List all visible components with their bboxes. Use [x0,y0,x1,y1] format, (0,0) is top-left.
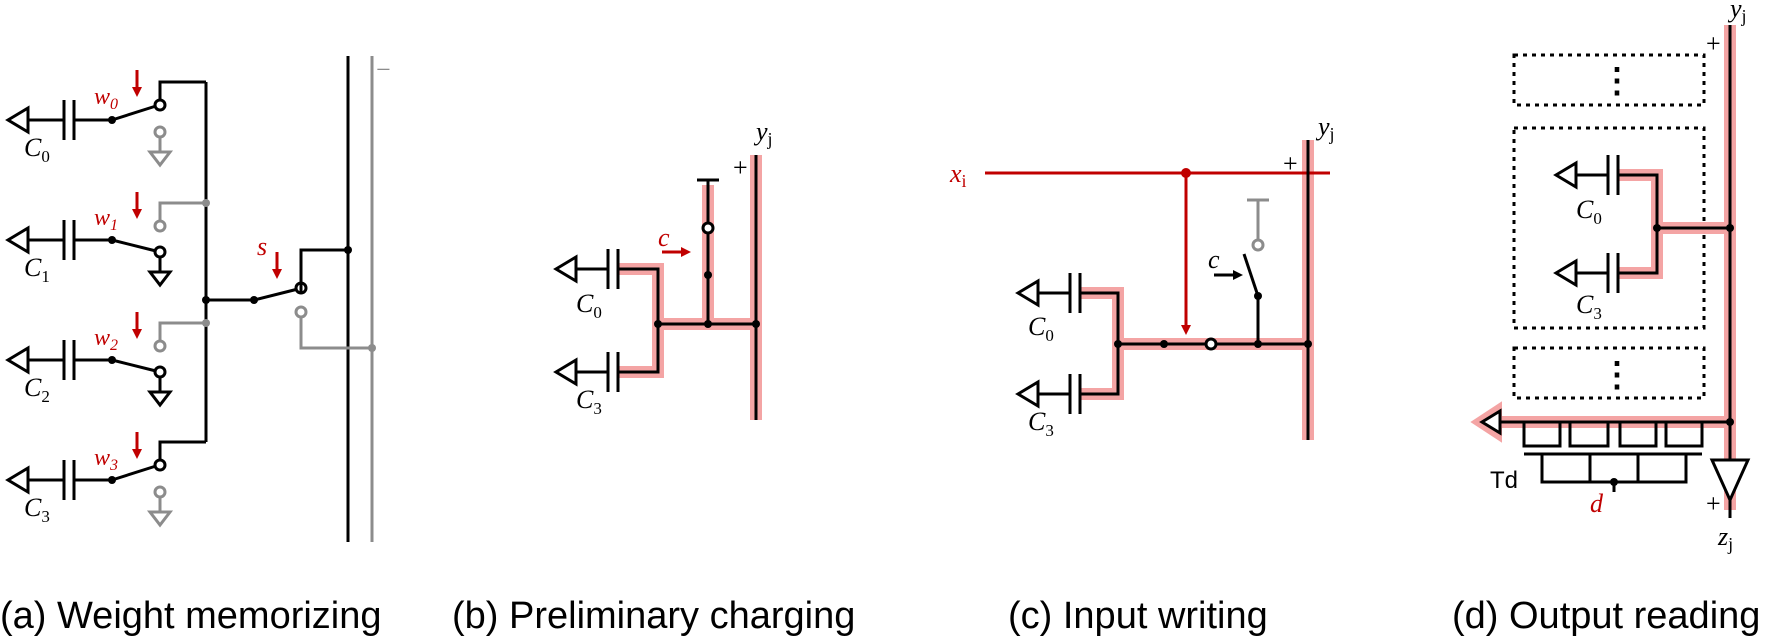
cap-label-c3: C3 [24,493,50,526]
panel-a-output-label: yj [342,13,362,45]
select-switch [253,287,299,302]
panel-d-cap-c0: C0 [1576,195,1602,228]
ellipsis-bottom: ⋮ [1600,357,1634,394]
panel-b-cap-c3: C3 [576,385,602,418]
cap-label-c0: C0 [24,133,50,166]
switch-w1 [111,238,157,253]
weight-label-w0: w0 [94,84,118,113]
caption-b: (b) Preliminary charging [452,595,855,637]
delay-line [1522,420,1704,448]
panel-a-minus: − [376,55,391,84]
caption-d: (d) Output reading [1452,595,1760,637]
panel-preliminary-charging [553,155,762,420]
weight-label-w1: w1 [94,205,118,234]
panel-c-input-label: xi [949,159,967,191]
cap-row-2 [5,312,174,408]
ellipsis-top: ⋮ [1600,63,1634,100]
cap-row-3 [5,432,174,528]
panel-b-plus: + [733,153,748,182]
weight-label-w3: w3 [94,445,118,474]
switch-w0 [111,104,157,122]
cap-label-c2: C2 [24,373,50,406]
panel-d-output-label: yj [1727,0,1747,26]
cell-group-box-bottom [1512,346,1706,400]
panel-c-control-label: c [1208,245,1220,274]
delay-var-label: d [1590,489,1604,518]
delay-label: Td [1490,467,1518,494]
panel-weight-memorizing: yj + − [5,13,391,542]
panel-b-control-label: c [658,223,670,252]
panel-c-cap-c0: C0 [1028,312,1054,345]
panel-d-result-label: zj [1717,522,1733,554]
panel-a-plus: + [326,55,341,84]
panel-d-plus: + [1706,29,1721,58]
panel-output-reading [1470,25,1751,518]
panel-b-output-label: yj [753,117,773,149]
panel-b-cap-c0: C0 [576,289,602,322]
ground-triangle-icon [5,105,30,135]
cap-label-c1: C1 [24,253,50,286]
panel-d-plus-out: + [1706,489,1721,518]
weight-label-w2: w2 [94,325,118,354]
select-label: s [257,232,267,261]
caption-a: (a) Weight memorizing [0,595,382,637]
output-buffer-icon [1709,458,1751,504]
panel-d-cap-c3: C3 [1576,290,1602,323]
panel-c-cap-c3: C3 [1028,407,1054,440]
cap-row-0 [5,70,174,168]
cap-row-1 [5,192,174,288]
panel-c-plus: + [1283,149,1298,178]
panel-input-writing [985,140,1330,440]
panel-c-output-label: yj [1315,112,1335,144]
cell-group-box-top [1512,53,1706,107]
caption-c: (c) Input writing [1008,595,1268,637]
